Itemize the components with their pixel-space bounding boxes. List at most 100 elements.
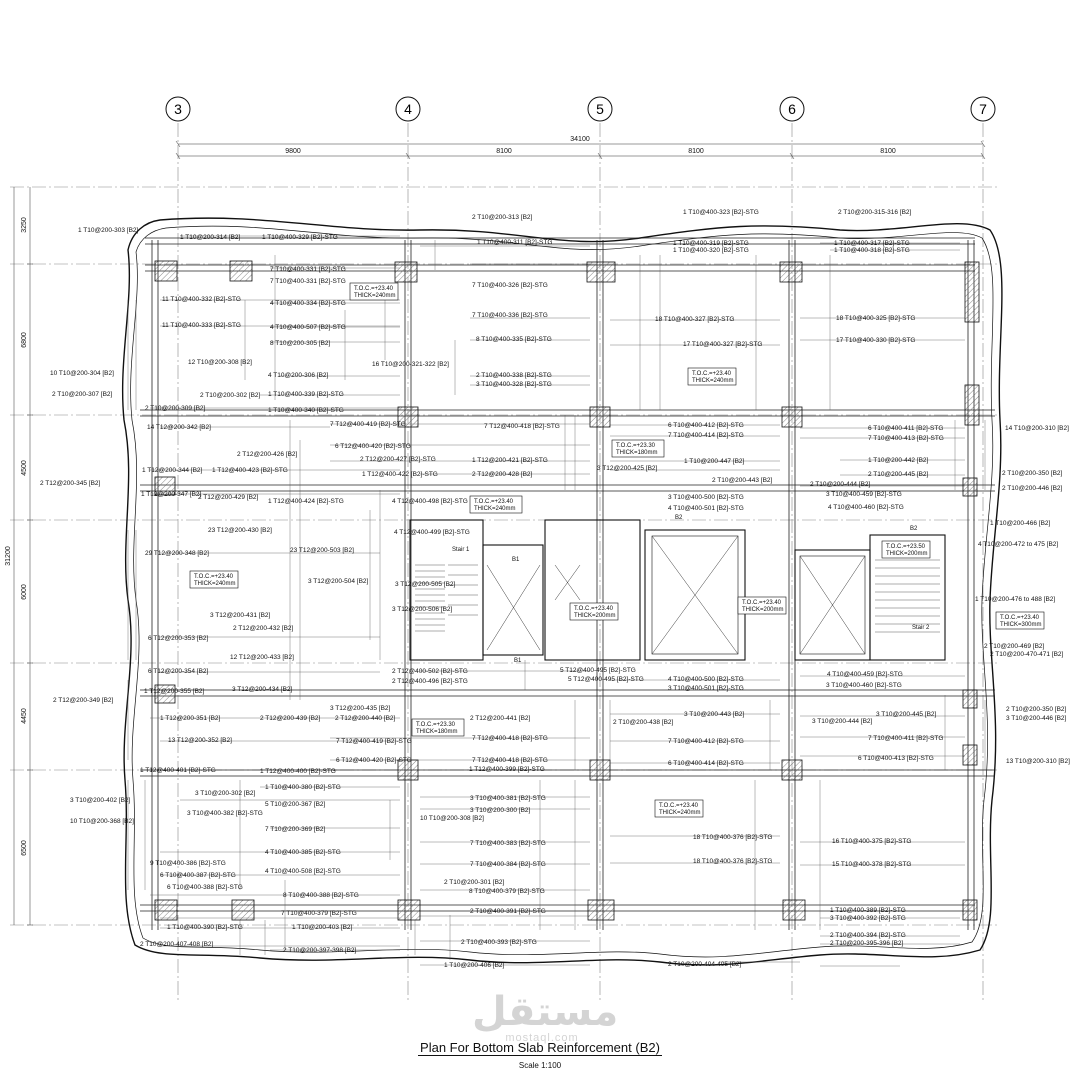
rebar-label: 2 T10@200-469 [B2] [984,643,1045,650]
rebar-lines [127,235,986,967]
rebar-label: 29 T12@200-348 [B2] [145,550,209,557]
rebar-label: 1 T10@400-339 [B2]-STG [268,391,344,398]
room-label: Stair 1 [452,547,470,553]
svg-text:T.O.C.=+23.40: T.O.C.=+23.40 [659,803,699,809]
rebar-label: 1 T10@200-314 [B2] [180,234,241,241]
svg-text:THICK=200mm: THICK=200mm [574,613,616,619]
rebar-label: 2 T12@200-428 [B2] [472,471,533,478]
rebar-label: 6 T12@400-420 [B2]-STG [336,757,412,764]
rebar-label: 1 T12@400-424 [B2]-STG [268,498,344,505]
rebar-label: 2 T12@200-345 [B2] [40,480,101,487]
rebar-label: 14 T12@200-342 [B2] [147,424,211,431]
left-dimensions [13,187,33,926]
rebar-label: 13 T10@200-310 [B2] [1006,758,1070,765]
rebar-label: 6 T10@400-412 [B2]-STG [668,422,744,429]
rebar-label: 3 T10@400-382 [B2]-STG [187,810,263,817]
rebar-label: 2 T12@200-427 [B2]-STG [360,456,436,463]
rebar-label: 13 T12@200-352 [B2] [168,737,232,744]
svg-text:THICK=240mm: THICK=240mm [692,378,734,384]
drawing-title-text: Plan For Bottom Slab Reinforcement (B2) [418,1040,662,1056]
rebar-label: 3 T10@400-392 [B2]-STG [830,915,906,922]
rebar-label: 9 T10@400-386 [B2]-STG [150,860,226,867]
grid-lines [10,123,1000,1000]
rebar-label: 8 T10@400-388 [B2]-STG [283,892,359,899]
grid-bubbles: 3 4 5 6 7 [165,96,996,122]
rebar-label: 5 T10@200-367 [B2] [265,801,326,808]
rebar-label: 1 T10@400-318 [B2]-STG [834,247,910,254]
svg-text:THICK=200mm: THICK=200mm [742,607,784,613]
rebar-label: 2 T10@400-394 [B2]-STG [830,932,906,939]
rebar-label: 4 T12@400-499 [B2]-STG [394,529,470,536]
rebar-label: 7 T12@400-418 [B2]-STG [472,735,548,742]
rebar-label: 1 T12@200-351 [B2] [160,715,221,722]
room-label: B1 [512,557,520,563]
rebar-label: 16 T10@200-321-322 [B2] [372,361,449,368]
rebar-label: 1 T10@200-466 [B2] [990,520,1051,527]
rebar-label: 1 T10@200-403 [B2] [292,924,353,931]
rebar-label: 18 T10@400-325 [B2]-STG [836,315,915,322]
rebar-label: 7 T10@400-331 [B2]-STG [270,266,346,273]
rebar-label: 8 T10@400-335 [B2]-STG [476,336,552,343]
rebar-label: 2 T10@200-443 [B2] [712,477,773,484]
span-dimension: 8100 [496,148,512,155]
rebar-label: 10 T10@200-304 [B2] [50,370,114,377]
rebar-label: 4 T10@400-334 [B2]-STG [270,300,346,307]
rebar-label: 2 T10@200-302 [B2] [200,392,261,399]
rebar-label: 3 T10@400-501 [B2]-STG [668,685,744,692]
rebar-label: 1 T10@400-329 [B2]-STG [262,234,338,241]
rebar-label: 18 T10@400-327 [B2]-STG [655,316,734,323]
rebar-label: 3 T12@200-505 [B2] [395,581,456,588]
svg-text:6: 6 [788,101,796,117]
rebar-label: 2 T10@400-338 [B2]-STG [476,372,552,379]
toc-boxes [189,282,1045,818]
room-label: B1 [514,658,522,664]
rebar-label: 1 T12@400-423 [B2]-STG [212,467,288,474]
rebar-label: 23 T12@200-503 [B2] [290,547,354,554]
grid-bubble-3: 3 [165,96,191,122]
rebar-label: 7 T10@400-411 [B2]-STG [868,735,943,742]
rebar-label: 1 T10@200-476 to 488 [B2] [975,596,1055,603]
left-span-dimension: 3250 [21,217,28,233]
rebar-label: 2 T10@200-407-408 [B2] [140,941,214,948]
rebar-label: 3 T10@200-446 [B2] [1006,715,1067,722]
rebar-label: 15 T10@400-378 [B2]-STG [832,861,911,868]
room-label: Stair 2 [912,625,930,631]
rebar-label: 3 T10@400-459 [B2]-STG [826,491,902,498]
rebar-label: 2 T10@400-391 [B2]-STG [470,908,546,915]
rebar-label: 7 T10@400-336 [B2]-STG [472,312,548,319]
rebar-label: 7 T10@400-384 [B2]-STG [470,861,546,868]
rebar-label: 1 T10@200-406 [B2] [444,962,505,969]
rebar-label: 4 T10@200-472 to 475 [B2] [978,541,1058,548]
svg-text:THICK=240mm: THICK=240mm [474,506,516,512]
rebar-label: 7 T10@400-413 [B2]-STG [868,435,944,442]
watermark-logo: مستقل mostaql.com [472,992,618,1044]
rebar-label: 1 T10@400-390 [B2]-STG [167,924,243,931]
rebar-label: 2 T10@200-350 [B2] [1006,706,1067,713]
room-label: B2 [910,526,918,532]
rebar-label: 7 T10@400-331 [B2]-STG [270,278,346,285]
svg-text:THICK=180mm: THICK=180mm [416,729,458,735]
rebar-label: 7 T12@400-418 [B2]-STG [472,757,548,764]
rebar-label: 1 T10@200-303 [B2] [78,227,139,234]
rebar-label: 6 T10@400-414 [B2]-STG [668,760,744,767]
rebar-label: 3 T12@200-434 [B2] [232,686,293,693]
rebar-label: 4 T10@400-460 [B2]-STG [828,504,904,511]
svg-text:T.O.C.=+23.40: T.O.C.=+23.40 [194,574,234,580]
rebar-label: 3 T10@200-445 [B2] [876,711,937,718]
span-dimension: 8100 [880,148,896,155]
svg-text:T.O.C.=+23.40: T.O.C.=+23.40 [1000,615,1040,621]
rebar-label: 7 T10@400-383 [B2]-STG [470,840,546,847]
rebar-label: 7 T12@400-419 [B2]-STG [336,738,412,745]
rebar-label: 3 T12@200-431 [B2] [210,612,271,619]
rebar-label: 2 T10@200-313 [B2] [472,214,533,221]
rebar-label: 2 T10@200-444 [B2] [810,481,871,488]
left-span-dimension: 4500 [21,460,28,476]
grid-bubble-6: 6 [779,96,805,122]
rebar-label: 2 T10@200-404-405 [B2] [668,961,742,968]
rebar-label: 4 T12@400-498 [B2]-STG [392,498,468,505]
grid-bubble-7: 7 [970,96,996,122]
rebar-label: 1 T10@400-311 [B2]-STG [477,239,552,246]
rebar-label: 1 T12@200-347 [B2] [141,491,202,498]
rebar-label: 2 T10@200-446 [B2] [1002,485,1063,492]
